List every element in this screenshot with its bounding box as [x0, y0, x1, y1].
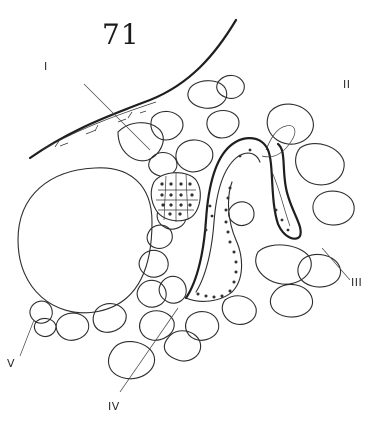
label-ii: II — [343, 78, 351, 91]
label-iii: III — [351, 276, 362, 289]
large-cell — [18, 168, 152, 313]
label-leader-lines — [20, 84, 350, 392]
label-i: I — [44, 60, 48, 73]
sac-nuclei — [197, 149, 290, 299]
folded-sac — [186, 126, 301, 302]
vascular-bundle — [151, 172, 200, 222]
label-v: V — [7, 357, 15, 370]
figure-number: 71 — [102, 18, 140, 51]
label-iv: IV — [108, 400, 120, 413]
parenchyma-cells — [30, 75, 354, 378]
